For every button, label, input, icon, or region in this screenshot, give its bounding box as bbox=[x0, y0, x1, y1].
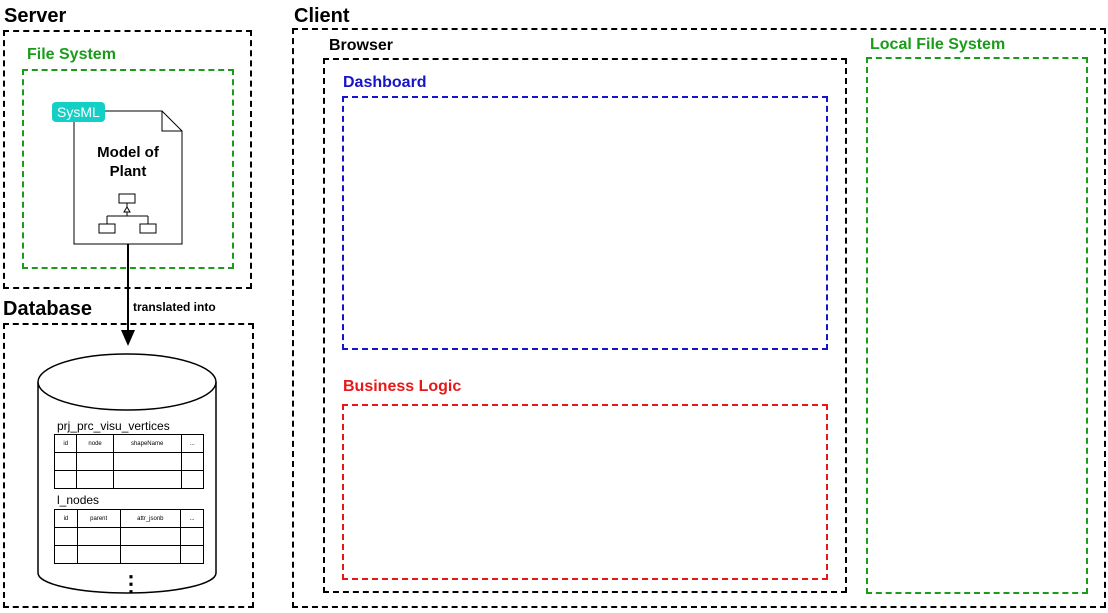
document-fold-corner bbox=[161, 111, 182, 132]
table-nodes[interactable]: id parent attr_jsonb ... bbox=[54, 509, 204, 564]
local-file-system-container[interactable] bbox=[866, 57, 1088, 594]
database-container bbox=[3, 323, 254, 608]
more-tables-ellipsis: ⋮ bbox=[120, 571, 142, 596]
column-header: shapeName bbox=[112, 434, 182, 453]
browser-title: Browser bbox=[329, 37, 394, 54]
table-vertices[interactable]: id node shapeName ... bbox=[53, 434, 205, 489]
sysml-tag: SysML bbox=[52, 102, 105, 122]
client-container bbox=[292, 28, 1106, 608]
translation-arrow-head bbox=[121, 330, 135, 346]
table-row bbox=[54, 545, 204, 564]
database-title: Database bbox=[3, 298, 92, 320]
browser-container bbox=[323, 58, 847, 593]
client-title: Client bbox=[294, 5, 350, 27]
column-header: ... bbox=[180, 509, 204, 528]
table-row bbox=[53, 452, 205, 471]
column-header: id bbox=[53, 434, 78, 453]
model-document-shape bbox=[73, 110, 183, 245]
column-header: id bbox=[54, 509, 78, 528]
business-logic-container[interactable] bbox=[342, 404, 828, 580]
arrow-label: translated into bbox=[133, 300, 216, 314]
dashboard-container[interactable] bbox=[342, 96, 828, 350]
dashboard-title: Dashboard bbox=[343, 74, 427, 91]
column-header: attr_jsonb bbox=[119, 509, 182, 528]
table-row bbox=[54, 527, 204, 546]
table-name-vertices: prj_prc_visu_vertices bbox=[57, 419, 170, 433]
business-logic-title: Business Logic bbox=[343, 378, 462, 395]
table-name-nodes: l_nodes bbox=[57, 493, 100, 507]
table-row bbox=[53, 470, 205, 489]
file-system-title: File System bbox=[27, 46, 116, 63]
hierarchy-icon bbox=[98, 193, 157, 234]
local-file-system-title: Local File System bbox=[870, 36, 1006, 53]
server-title: Server bbox=[4, 5, 67, 27]
model-document-label[interactable]: Model of Plant bbox=[78, 143, 178, 181]
model-label-line2: Plant bbox=[109, 163, 147, 180]
model-label-line1: Model of bbox=[97, 144, 159, 161]
column-header: ... bbox=[180, 434, 205, 453]
column-header: node bbox=[76, 434, 114, 453]
column-header: parent bbox=[76, 509, 121, 528]
